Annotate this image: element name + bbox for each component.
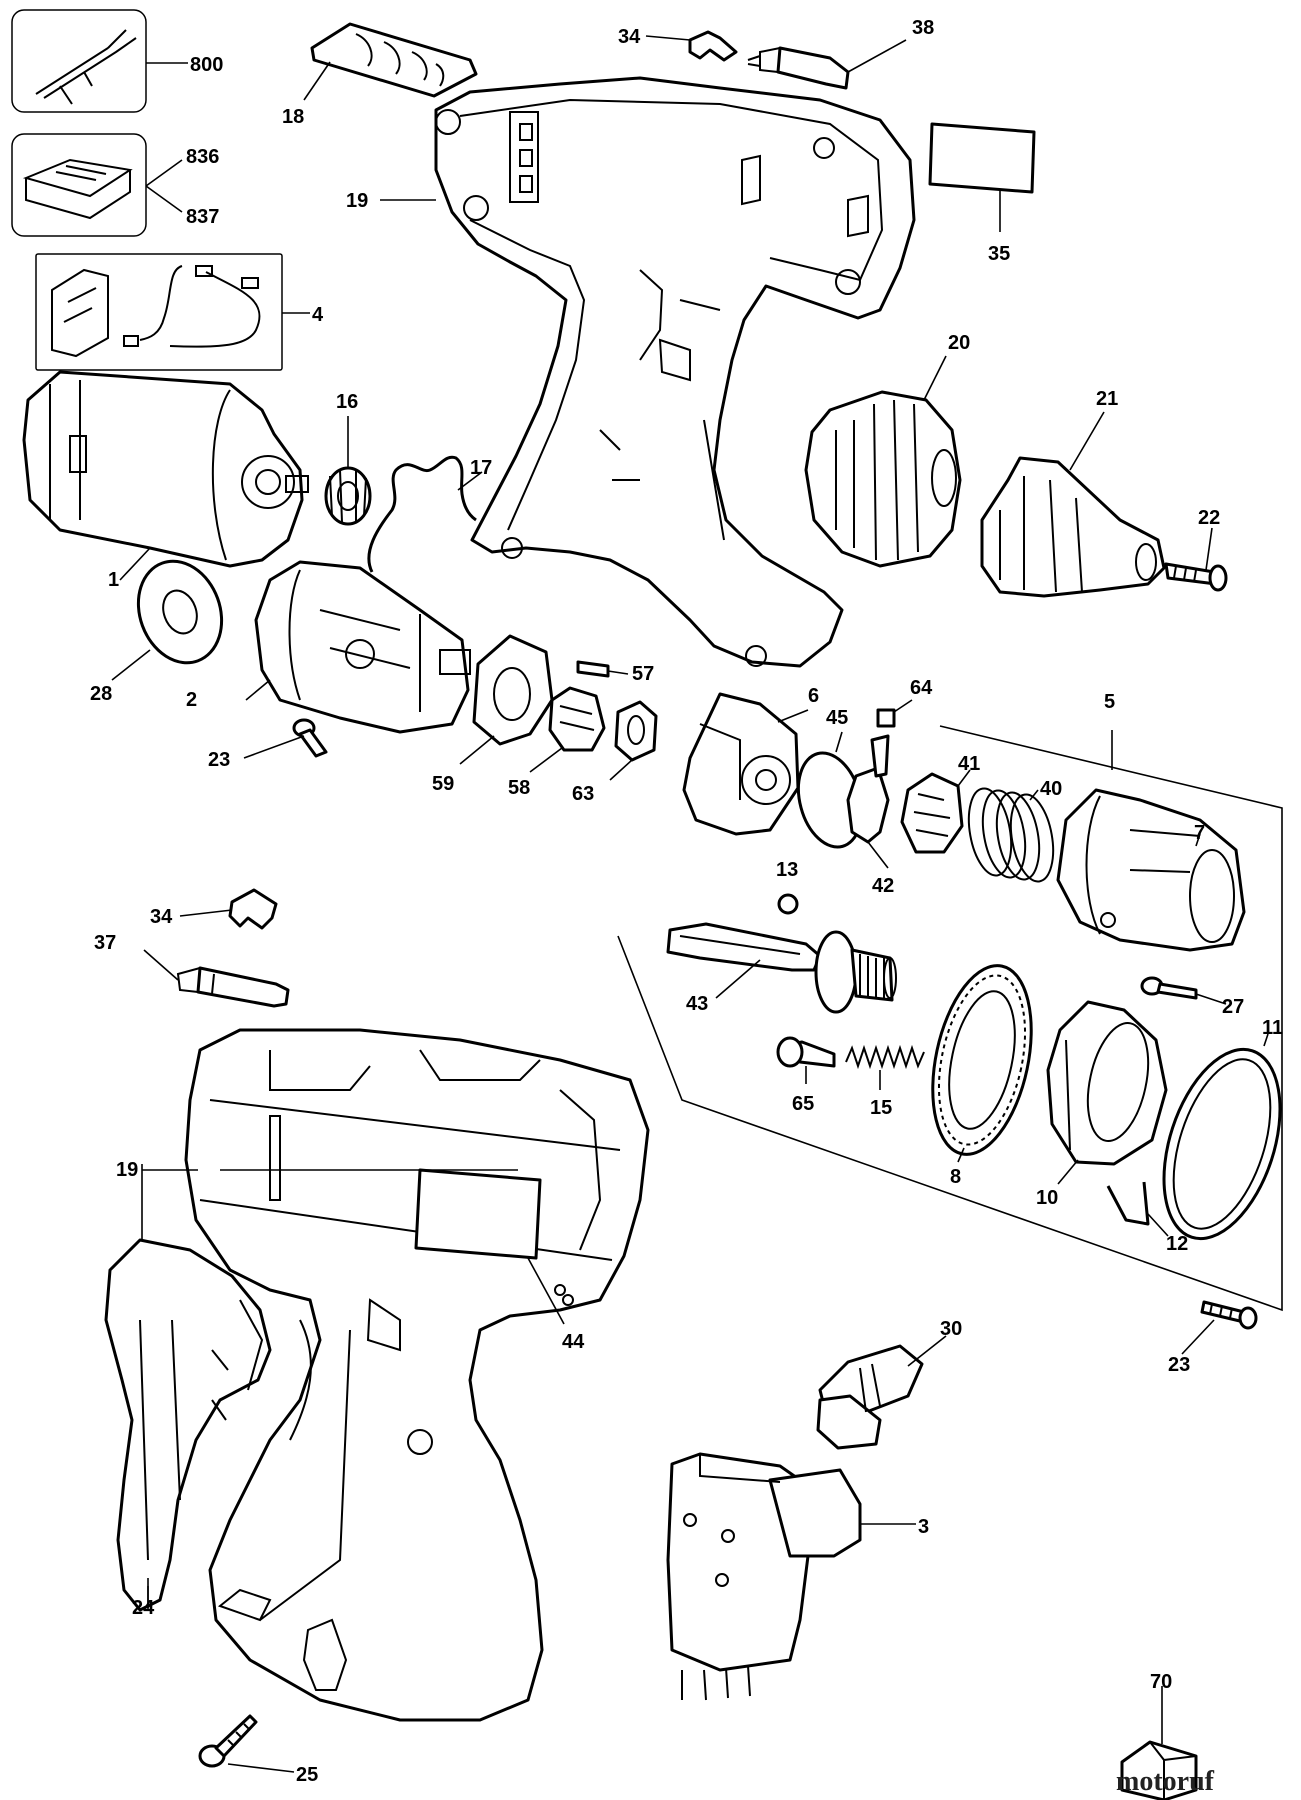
part-34-clip-mid — [228, 888, 278, 930]
label-34-top: 34 — [618, 26, 641, 48]
part-11-gasket-ring — [1162, 1047, 1282, 1241]
part-17-wire-spring — [367, 455, 477, 573]
watermark: motoruf — [1116, 1766, 1215, 1797]
label-15: 15 — [870, 1097, 892, 1119]
part-25-screw — [198, 1714, 258, 1768]
label-58: 58 — [508, 777, 530, 799]
part-19-handle-half — [104, 1238, 272, 1612]
part-34-clip-top — [688, 30, 738, 62]
label-19-bottom: 19 — [116, 1159, 138, 1181]
part-42-selector — [846, 734, 890, 844]
kit-box-836-837 — [11, 133, 147, 237]
part-6-clutch-housing — [682, 692, 800, 836]
part-21-chuck-front-sleeve — [980, 456, 1166, 598]
kit-box-4 — [35, 253, 283, 371]
label-1: 1 — [108, 569, 119, 591]
label-20: 20 — [948, 332, 970, 354]
label-63: 63 — [572, 783, 594, 805]
label-837: 837 — [186, 206, 219, 228]
label-2: 2 — [186, 689, 197, 711]
part-15-spring — [845, 1044, 925, 1070]
part-18-switch-cover — [310, 22, 478, 98]
label-30: 30 — [940, 1318, 962, 1340]
part-30-reversing-button — [816, 1344, 924, 1450]
label-41: 41 — [958, 753, 980, 775]
label-70: 70 — [1150, 1671, 1172, 1693]
part-12-wire-clip — [1106, 1181, 1150, 1226]
label-16: 16 — [336, 391, 358, 413]
label-57: 57 — [632, 663, 654, 685]
label-23-left: 23 — [208, 749, 230, 771]
part-41-clutch-ring — [900, 772, 964, 854]
part-43-spindle — [666, 922, 897, 1014]
label-45: 45 — [826, 707, 848, 729]
part-63-ring-gear — [614, 700, 658, 762]
part-2-gearbox — [254, 560, 471, 734]
label-7: 7 — [1194, 822, 1205, 844]
label-22: 22 — [1198, 507, 1220, 529]
part-7-gear-case — [1056, 788, 1246, 952]
part-58-planet-carrier — [548, 686, 606, 752]
part-27-screw — [1140, 976, 1198, 1000]
label-34-mid: 34 — [150, 906, 173, 928]
part-38-screwdriver-bit — [747, 46, 850, 90]
part-40-clutch-spring — [967, 787, 1055, 883]
part-3-switch — [666, 1452, 862, 1701]
part-19-housing-half-bottom — [184, 1028, 650, 1722]
part-23-screw-right — [1200, 1300, 1258, 1330]
label-5: 5 — [1104, 691, 1115, 713]
label-37: 37 — [94, 932, 116, 954]
part-65-pin — [776, 1036, 836, 1068]
label-27: 27 — [1222, 996, 1244, 1018]
part-13-ball — [777, 893, 799, 915]
part-37-screwdriver-bit — [176, 966, 290, 1008]
label-3: 3 — [918, 1516, 929, 1538]
label-13: 13 — [776, 859, 798, 881]
part-35-label-plate — [928, 122, 1036, 194]
part-8-clutch-plate — [931, 964, 1033, 1156]
label-35: 35 — [988, 243, 1010, 265]
label-44: 44 — [562, 1331, 585, 1353]
kit-box-800 — [11, 9, 147, 113]
part-10-adjusting-ring — [1046, 1000, 1168, 1166]
label-24: 24 — [132, 1597, 155, 1619]
part-20-chuck-rear-sleeve — [804, 390, 962, 568]
label-800: 800 — [190, 54, 223, 76]
label-38: 38 — [912, 17, 934, 39]
part-59-ring-plate — [472, 634, 554, 746]
part-1-motor — [22, 370, 309, 568]
label-43: 43 — [686, 993, 708, 1015]
group-5-outline — [617, 725, 1283, 1312]
label-6: 6 — [808, 685, 819, 707]
label-21: 21 — [1096, 388, 1118, 410]
label-40: 40 — [1040, 778, 1062, 800]
part-57-pin — [576, 660, 610, 678]
part-64-cube — [876, 708, 896, 728]
part-28-washer — [136, 559, 224, 665]
label-4: 4 — [312, 304, 324, 326]
label-64: 64 — [910, 677, 933, 699]
label-23-right: 23 — [1168, 1354, 1190, 1376]
part-19-housing-half-top — [434, 76, 916, 668]
label-42: 42 — [872, 875, 894, 897]
label-59: 59 — [432, 773, 454, 795]
part-70-cap — [1120, 1740, 1198, 1800]
label-11: 11 — [1262, 1017, 1283, 1039]
label-28: 28 — [90, 683, 112, 705]
part-22-chuck-screw — [1164, 562, 1228, 592]
label-65: 65 — [792, 1093, 814, 1115]
label-10: 10 — [1036, 1187, 1058, 1209]
label-25: 25 — [296, 1764, 318, 1786]
label-17: 17 — [470, 457, 492, 479]
label-8: 8 — [950, 1166, 961, 1188]
label-19-top: 19 — [346, 190, 368, 212]
label-18: 18 — [282, 106, 304, 128]
part-16-pinion-gear — [324, 466, 372, 526]
label-12: 12 — [1166, 1233, 1188, 1255]
label-836: 836 — [186, 146, 219, 168]
